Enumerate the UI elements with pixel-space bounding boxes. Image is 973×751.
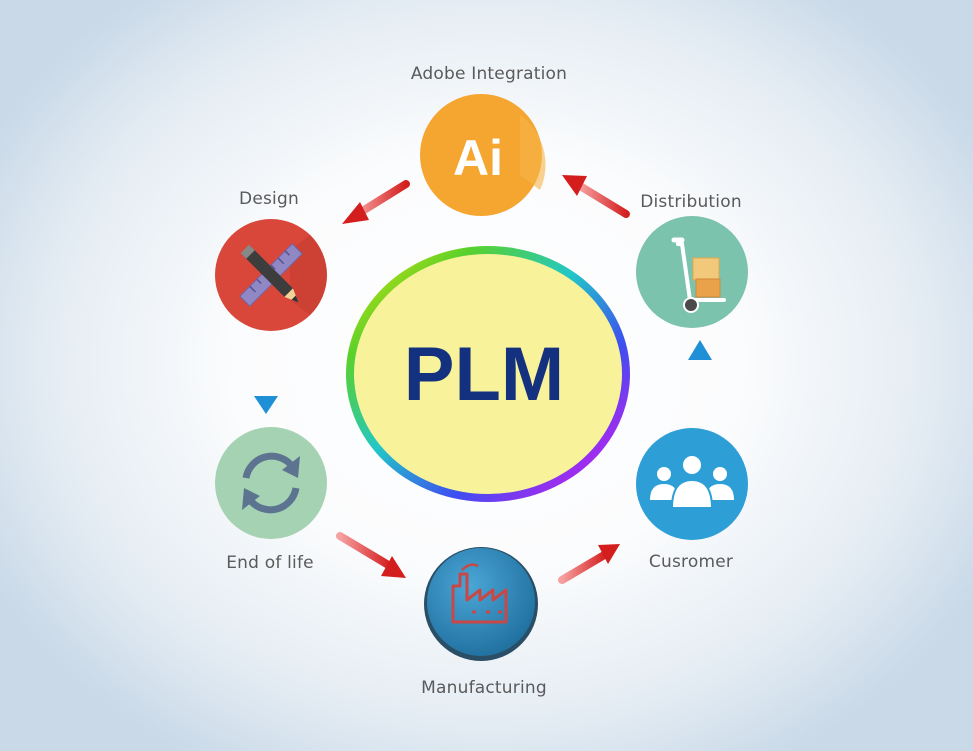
center-fill xyxy=(354,254,622,494)
label-adobe-integration: Adobe Integration xyxy=(410,64,568,84)
center-plm-text: PLM xyxy=(404,332,564,417)
arrow-end-of-life-to-manufacturing xyxy=(336,532,406,578)
adobe-circle xyxy=(420,94,542,216)
arrow-manufacturing-to-customer xyxy=(558,544,620,584)
label-manufacturing: Manufacturing xyxy=(421,678,547,698)
node-distribution xyxy=(636,216,748,328)
people-group-icon xyxy=(650,454,734,509)
node-adobe-integration: Ai xyxy=(420,94,546,216)
arrow-design-to-end-of-life xyxy=(254,342,278,414)
label-design: Design xyxy=(239,189,299,209)
arrow-customer-to-distribution xyxy=(688,340,712,414)
hand-truck-icon xyxy=(671,237,726,313)
recycle-arrows-icon xyxy=(242,452,300,514)
node-end-of-life xyxy=(215,427,327,539)
arrow-distribution-to-adobe xyxy=(562,175,630,218)
label-distribution: Distribution xyxy=(640,192,742,212)
label-end-of-life: End of life xyxy=(226,553,314,573)
node-manufacturing xyxy=(424,547,538,661)
end-of-life-circle xyxy=(215,427,327,539)
adobe-illustrator-icon: Ai xyxy=(453,130,503,186)
factory-icon xyxy=(451,563,508,624)
center-plm: PLM xyxy=(346,246,630,502)
manufacturing-circle xyxy=(427,548,535,656)
pencil-ruler-icon xyxy=(239,243,303,307)
arrow-adobe-to-design xyxy=(342,180,410,224)
label-customer: Cusromer xyxy=(648,552,734,572)
node-design xyxy=(215,219,327,331)
node-customer xyxy=(636,428,748,540)
